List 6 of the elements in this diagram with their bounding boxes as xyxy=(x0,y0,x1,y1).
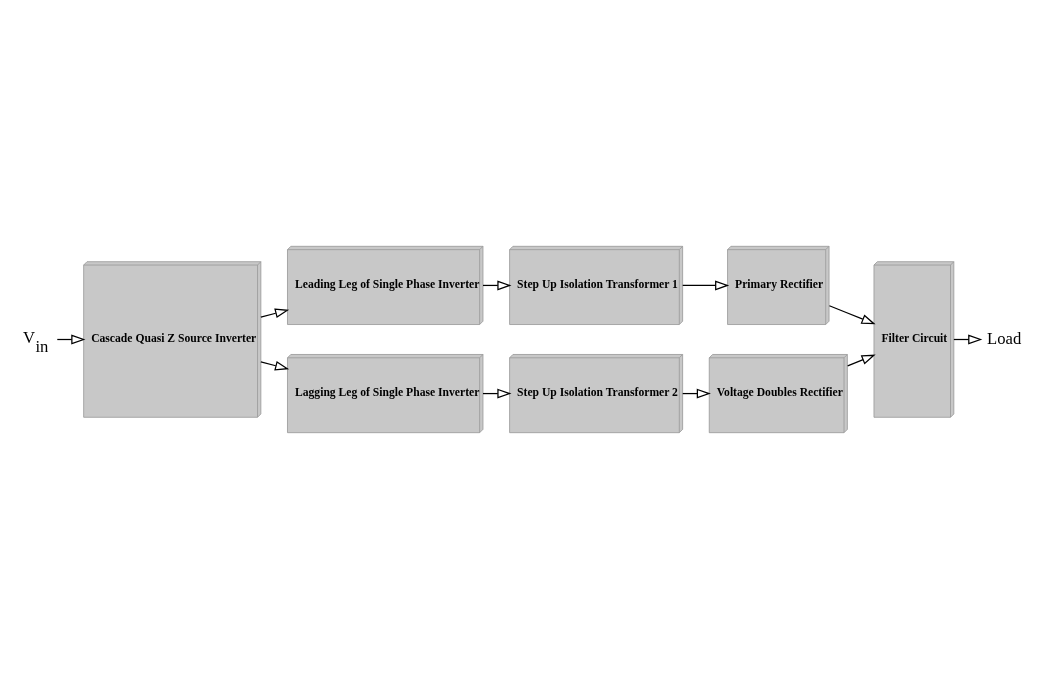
node-text: Load xyxy=(987,328,1022,348)
arrow xyxy=(260,308,290,319)
arrow xyxy=(260,360,290,371)
arrow xyxy=(682,280,730,291)
arrow xyxy=(847,354,876,367)
arrow xyxy=(828,305,876,325)
